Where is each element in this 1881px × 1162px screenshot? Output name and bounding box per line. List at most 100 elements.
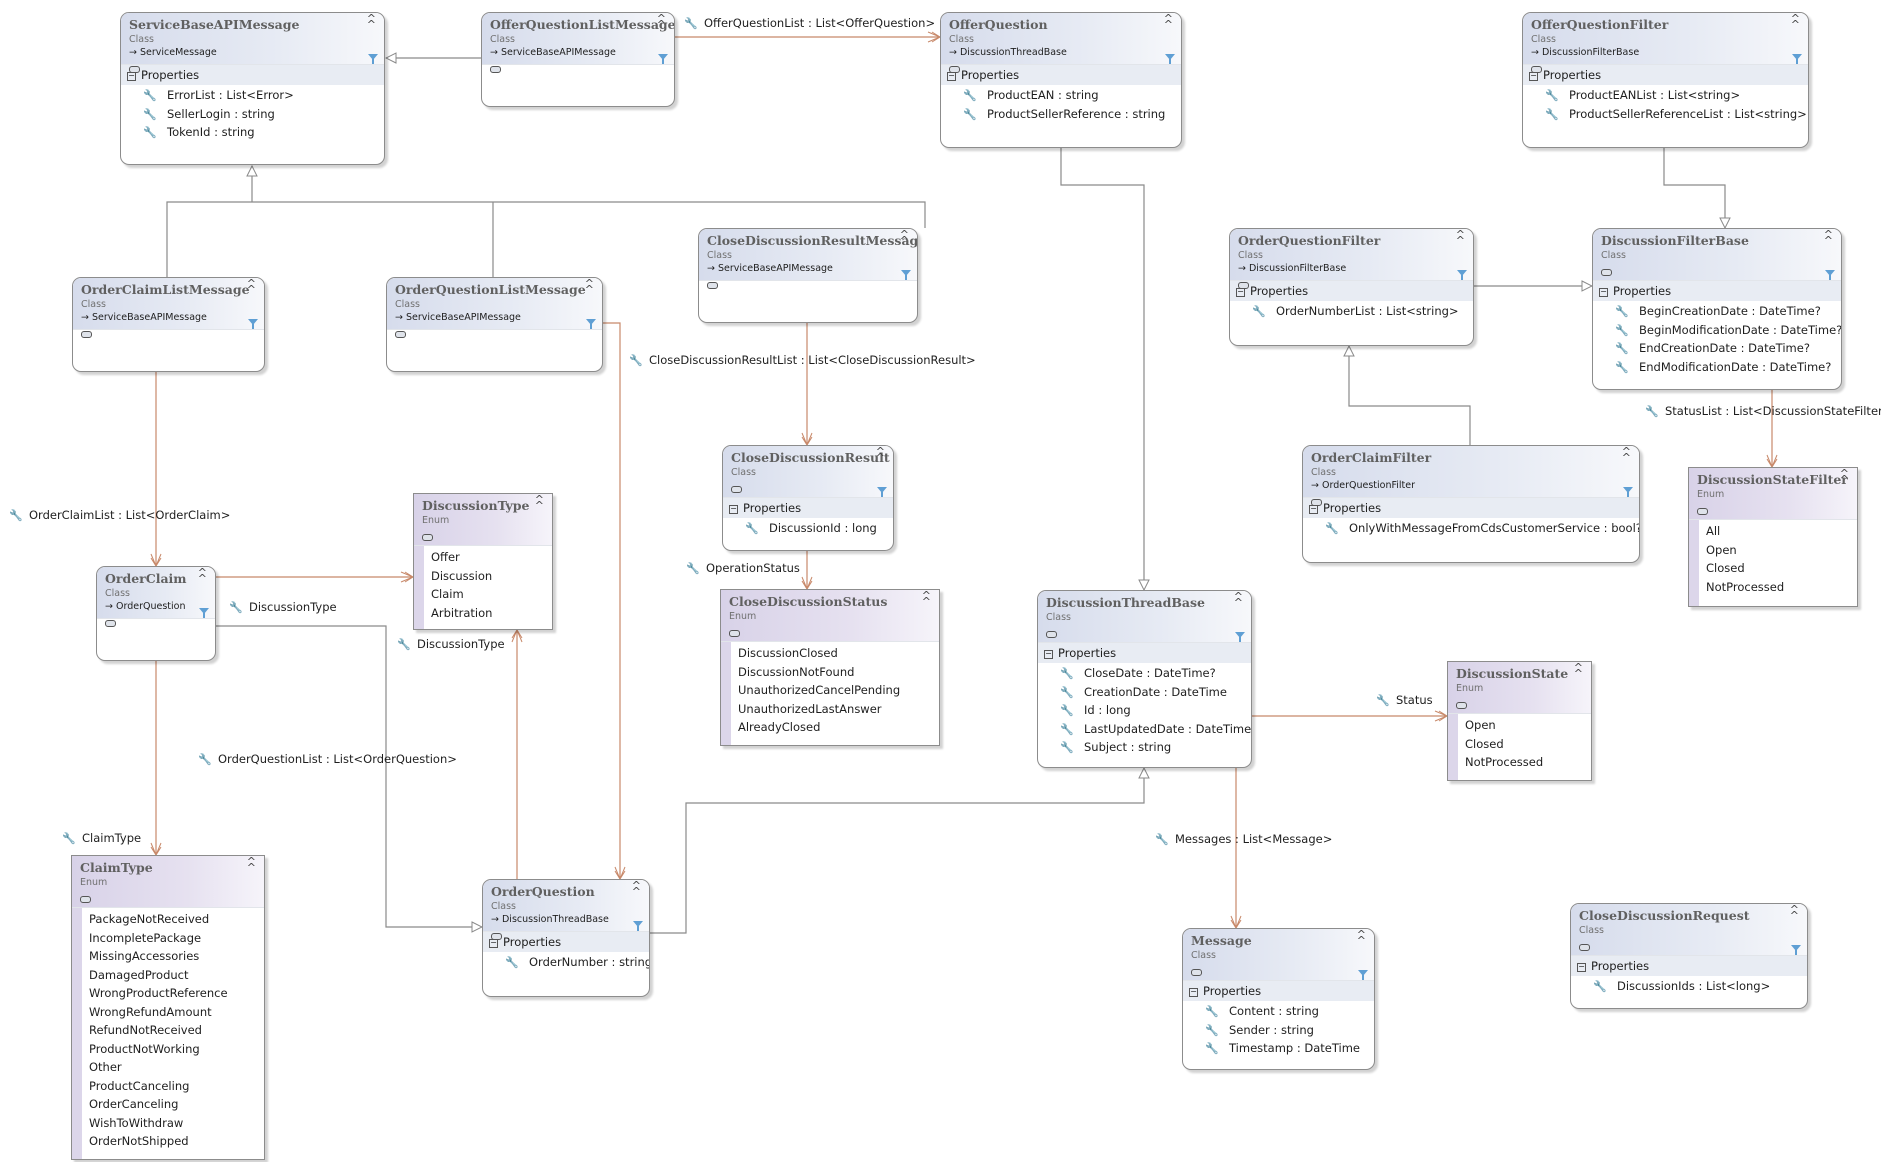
chevron-double-up-icon[interactable]: ^^ <box>197 566 207 585</box>
property-row[interactable]: 🔧ProductEANList : List<string> <box>1523 87 1808 106</box>
property-row[interactable]: 🔧SellerLogin : string <box>121 106 384 125</box>
minus-box-icon[interactable]: − <box>1599 287 1608 297</box>
properties-section-header[interactable]: −Properties <box>1038 643 1251 663</box>
funnel-icon[interactable] <box>1825 270 1835 280</box>
details-toggle-icon[interactable] <box>729 630 740 637</box>
chevron-double-up-icon[interactable]: ^^ <box>1455 228 1465 247</box>
enum-value[interactable]: Offer <box>431 550 460 564</box>
chevron-double-up-icon[interactable]: ^^ <box>656 12 666 31</box>
funnel-icon[interactable] <box>586 319 596 329</box>
details-toggle-icon[interactable] <box>105 620 116 627</box>
details-toggle-icon[interactable] <box>1311 499 1322 506</box>
enum-value[interactable]: Closed <box>1706 561 1745 575</box>
property-row[interactable]: 🔧BeginModificationDate : DateTime? <box>1593 322 1841 341</box>
details-toggle-icon[interactable] <box>1456 702 1467 709</box>
chevron-double-up-icon[interactable]: ^^ <box>584 277 594 296</box>
chevron-double-up-icon[interactable]: ^^ <box>1621 445 1631 464</box>
enum-value[interactable]: AlreadyClosed <box>738 720 821 734</box>
properties-section-header[interactable]: −Properties <box>483 932 649 952</box>
chevron-double-up-icon[interactable]: ^^ <box>1839 467 1849 486</box>
enum-value[interactable]: IncompletePackage <box>89 930 202 945</box>
chevron-double-up-icon[interactable]: ^^ <box>875 445 885 464</box>
chevron-double-up-icon[interactable]: ^^ <box>366 12 376 31</box>
enum-value[interactable]: OrderCanceling <box>89 1097 179 1111</box>
enum-value[interactable]: NotProcessed <box>1465 755 1544 769</box>
property-row[interactable]: 🔧ProductEAN : string <box>941 87 1181 106</box>
details-toggle-icon[interactable] <box>1046 631 1057 638</box>
funnel-icon[interactable] <box>1623 487 1633 497</box>
chevron-double-up-icon[interactable]: ^^ <box>246 277 256 296</box>
property-row[interactable]: 🔧Id : long <box>1038 702 1251 721</box>
property-row[interactable]: 🔧ProductSellerReference : string <box>941 106 1181 125</box>
details-toggle-icon[interactable] <box>1531 66 1542 73</box>
chevron-double-up-icon[interactable]: ^^ <box>631 879 641 898</box>
chevron-double-up-icon[interactable]: ^^ <box>1233 590 1243 609</box>
enum-value[interactable]: Other <box>89 1060 122 1074</box>
chevron-double-up-icon[interactable]: ^^ <box>246 855 256 874</box>
details-toggle-icon[interactable] <box>1238 282 1249 289</box>
property-row[interactable]: 🔧ProductSellerReferenceList : List<strin… <box>1523 106 1808 125</box>
enum-value[interactable]: OrderNotShipped <box>89 1134 189 1148</box>
chevron-double-up-icon[interactable]: ^^ <box>1789 903 1799 922</box>
chevron-double-up-icon[interactable]: ^^ <box>921 589 931 608</box>
enum-value[interactable]: Arbitration <box>431 605 493 620</box>
property-row[interactable]: 🔧Timestamp : DateTime <box>1183 1040 1374 1059</box>
enum-value[interactable]: Open <box>1465 718 1496 732</box>
funnel-icon[interactable] <box>248 319 258 329</box>
minus-box-icon[interactable]: − <box>1189 987 1198 997</box>
properties-section-header[interactable]: −Properties <box>1303 498 1639 518</box>
property-row[interactable]: 🔧CloseDate : DateTime? <box>1038 665 1251 684</box>
enum-value[interactable]: UnauthorizedCancelPending <box>738 683 901 697</box>
property-row[interactable]: 🔧EndCreationDate : DateTime? <box>1593 340 1841 359</box>
property-row[interactable]: 🔧OrderNumberList : List<string> <box>1230 303 1473 322</box>
details-toggle-icon[interactable] <box>422 534 433 541</box>
properties-section-header[interactable]: −Properties <box>723 498 893 518</box>
property-row[interactable]: 🔧LastUpdatedDate : DateTime? <box>1038 721 1251 740</box>
details-toggle-icon[interactable] <box>80 896 91 903</box>
property-row[interactable]: 🔧DiscussionIds : List<long> <box>1571 978 1807 997</box>
enum-value[interactable]: UnauthorizedLastAnswer <box>738 701 882 716</box>
properties-section-header[interactable]: −Properties <box>1571 956 1807 976</box>
enum-value[interactable]: Open <box>1706 542 1737 557</box>
details-toggle-icon[interactable] <box>731 486 742 493</box>
funnel-icon[interactable] <box>368 54 378 64</box>
chevron-double-up-icon[interactable]: ^^ <box>1790 12 1800 31</box>
minus-box-icon[interactable]: − <box>1577 962 1586 972</box>
chevron-double-up-icon[interactable]: ^^ <box>899 228 909 247</box>
enum-value[interactable]: RefundNotReceived <box>89 1023 202 1037</box>
details-toggle-icon[interactable] <box>707 282 718 289</box>
enum-value[interactable]: Claim <box>431 587 464 601</box>
property-row[interactable]: 🔧CreationDate : DateTime <box>1038 684 1251 703</box>
enum-value[interactable]: WrongRefundAmount <box>89 1004 212 1019</box>
property-row[interactable]: 🔧Content : string <box>1183 1003 1374 1022</box>
funnel-icon[interactable] <box>1358 970 1368 980</box>
details-toggle-icon[interactable] <box>490 66 501 73</box>
chevron-double-up-icon[interactable]: ^^ <box>1573 661 1583 680</box>
properties-section-header[interactable]: −Properties <box>1183 981 1374 1001</box>
details-toggle-icon[interactable] <box>395 331 406 338</box>
enum-value[interactable]: MissingAccessories <box>89 949 200 963</box>
details-toggle-icon[interactable] <box>1191 969 1202 976</box>
properties-section-header[interactable]: −Properties <box>941 65 1181 85</box>
enum-value[interactable]: DiscussionClosed <box>738 646 838 660</box>
property-row[interactable]: 🔧TokenId : string <box>121 124 384 143</box>
funnel-icon[interactable] <box>199 608 209 618</box>
details-toggle-icon[interactable] <box>949 66 960 73</box>
chevron-double-up-icon[interactable]: ^^ <box>534 493 544 512</box>
enum-value[interactable]: Discussion <box>431 568 493 583</box>
